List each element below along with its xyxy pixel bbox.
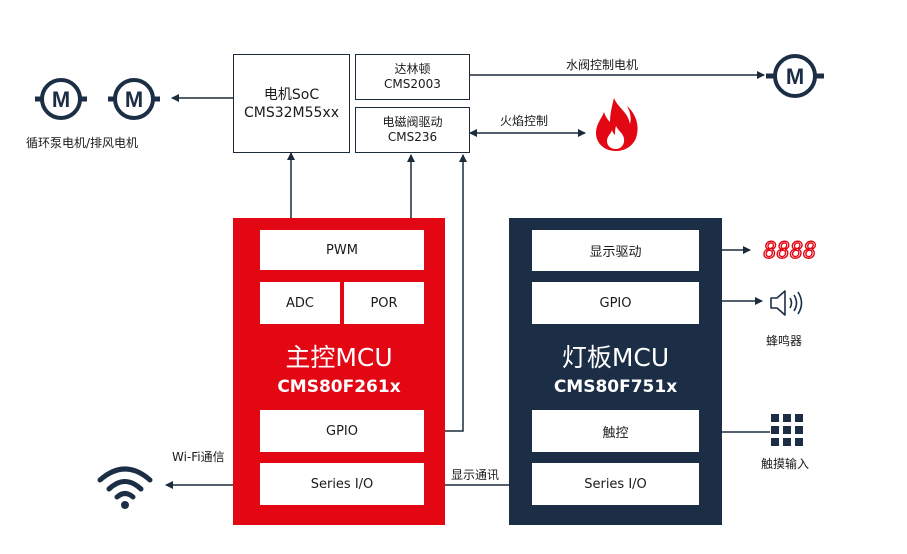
solenoid-box: 电磁阀驱动 CMS236: [355, 107, 470, 153]
adc-block: ADC: [260, 282, 340, 324]
main-serial-block: Series I/O: [260, 463, 424, 505]
panel-serial-block: Series I/O: [532, 463, 699, 505]
touch-input-label: 触摸输入: [761, 457, 810, 471]
solenoid-part: CMS236: [387, 130, 438, 144]
water-valve-label: 水阀控制电机: [566, 58, 639, 72]
motor-soc-name: 电机SoC: [263, 86, 320, 103]
buzzer-label: 蜂鸣器: [766, 334, 803, 348]
panel-mcu-panel: 显示驱动 GPIO 灯板MCU CMS80F751x 触控 Series I/O: [509, 218, 722, 525]
darlington-box: 达林顿 CMS2003: [355, 54, 470, 100]
por-block: POR: [344, 282, 424, 324]
darlington-name: 达林顿: [394, 62, 431, 76]
pwm-block: PWM: [260, 230, 424, 270]
svg-text:M: M: [125, 87, 143, 112]
wifi-label: Wi-Fi通信: [172, 450, 225, 464]
svg-text:M: M: [52, 87, 70, 112]
display-driver-block: 显示驱动: [532, 230, 699, 271]
touch-block: 触控: [532, 410, 699, 452]
speaker-icon: [770, 290, 803, 316]
keypad-icon: [771, 414, 803, 446]
panel-mcu-part: CMS80F751x: [553, 377, 678, 397]
pump-fan-label: 循环泵电机/排风电机: [26, 136, 139, 150]
motor-soc-part: CMS32M55xx: [243, 104, 340, 121]
svg-text:M: M: [786, 64, 804, 89]
seven-segment-display-icon: 8888: [763, 238, 817, 262]
display-comm-label: 显示通讯: [451, 468, 500, 482]
motor-icon: M: [766, 54, 824, 98]
flame-control-label: 火焰控制: [500, 114, 549, 128]
main-mcu-panel: PWM ADC POR 主控MCU CMS80F261x GPIO Series…: [233, 218, 445, 525]
solenoid-name: 电磁阀驱动: [382, 115, 443, 129]
motor-icon: M: [35, 78, 87, 120]
motor-soc-box: 电机SoC CMS32M55xx: [233, 54, 350, 153]
main-mcu-part: CMS80F261x: [277, 377, 401, 397]
panel-mcu-title: 灯板MCU: [561, 343, 670, 372]
display-digits: 8888: [764, 239, 817, 262]
panel-gpio-block: GPIO: [532, 282, 699, 324]
main-mcu-title: 主控MCU: [285, 343, 393, 372]
motor-icon: M: [108, 78, 160, 120]
wifi-icon: [97, 466, 153, 509]
darlington-part: CMS2003: [384, 77, 441, 91]
main-gpio-block: GPIO: [260, 410, 424, 452]
flame-icon: [596, 98, 638, 151]
